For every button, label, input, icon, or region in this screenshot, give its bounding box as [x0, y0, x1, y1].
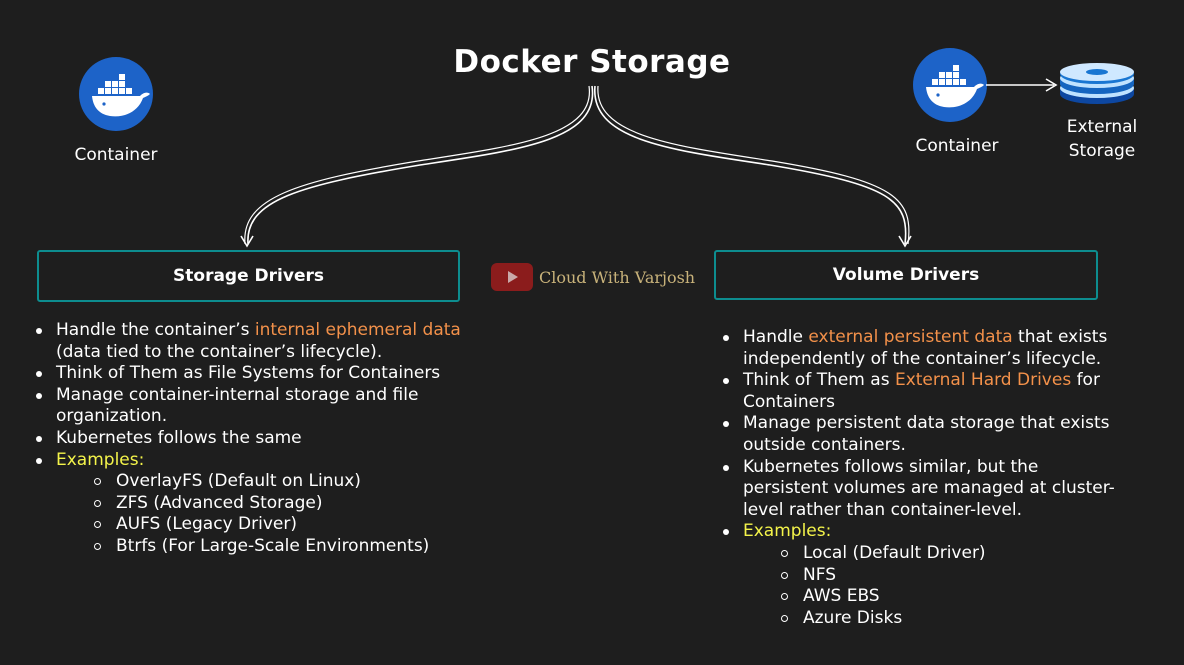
example-item: AUFS (Legacy Driver) [94, 514, 474, 536]
youtube-play-icon [491, 263, 533, 291]
watermark: Cloud With Varjosh [491, 263, 695, 291]
example-item: Btrfs (For Large-Scale Environments) [94, 536, 474, 558]
example-item: ZFS (Advanced Storage) [94, 493, 474, 515]
list-item: Manage container-internal storage and fi… [36, 385, 474, 428]
list-item: Think of Them as External Hard Drives fo… [723, 370, 1116, 413]
example-item: Azure Disks [781, 608, 1116, 630]
right-container-label: Container [915, 136, 999, 156]
example-item: Local (Default Driver) [781, 543, 1116, 565]
list-item: Handle the container’s internal ephemera… [36, 320, 474, 363]
list-item: Kubernetes follows similar, but the pers… [723, 456, 1115, 520]
left-container-label: Container [74, 145, 158, 165]
volume-drivers-list: Handle external persistent data that exi… [721, 327, 1116, 629]
storage-drivers-heading: Storage Drivers [173, 266, 324, 286]
volume-drivers-heading: Volume Drivers [832, 265, 980, 285]
docker-whale-icon [912, 47, 988, 123]
volume-drivers-box: Volume Drivers [714, 250, 1098, 300]
list-item: Kubernetes follows the same [36, 428, 474, 450]
example-item: AWS EBS [781, 586, 1116, 608]
list-item: Examples: Local (Default Driver) NFS AWS… [723, 521, 1116, 630]
watermark-text: Cloud With Varjosh [539, 267, 696, 287]
list-item: Handle external persistent data that exi… [723, 327, 1116, 370]
disk-stack-icon [1058, 62, 1136, 106]
page-title: Docker Storage [453, 44, 731, 80]
example-item: NFS [781, 565, 1116, 587]
list-item: Examples: OverlayFS (Default on Linux) Z… [36, 450, 474, 558]
external-storage-label: External Storage [1066, 117, 1138, 161]
docker-whale-icon [78, 56, 154, 132]
list-item: Think of Them as File Systems for Contai… [36, 363, 474, 385]
storage-drivers-box: Storage Drivers [37, 250, 460, 302]
storage-drivers-list: Handle the container’s internal ephemera… [34, 320, 474, 558]
storage-arrow [986, 78, 1058, 92]
list-item: Manage persistent data storage that exis… [723, 413, 1116, 456]
example-item: OverlayFS (Default on Linux) [94, 471, 474, 493]
